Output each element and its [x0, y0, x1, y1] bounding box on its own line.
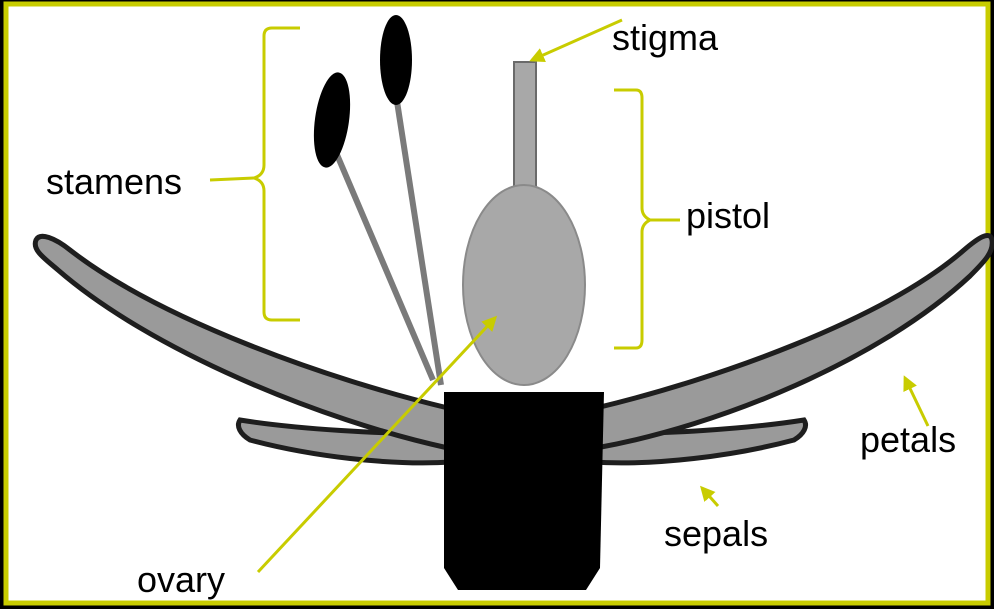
anther-right — [380, 15, 412, 105]
stigma-label: stigma — [612, 17, 719, 58]
receptacle — [444, 392, 604, 590]
petals-label: petals — [860, 419, 956, 460]
stamens-connector — [210, 178, 254, 180]
ovary-shape — [463, 185, 585, 385]
sepals-label: sepals — [664, 513, 768, 554]
pistol-label: pistol — [686, 195, 770, 236]
ovary-label: ovary — [137, 559, 225, 600]
stamens-label: stamens — [46, 161, 182, 202]
